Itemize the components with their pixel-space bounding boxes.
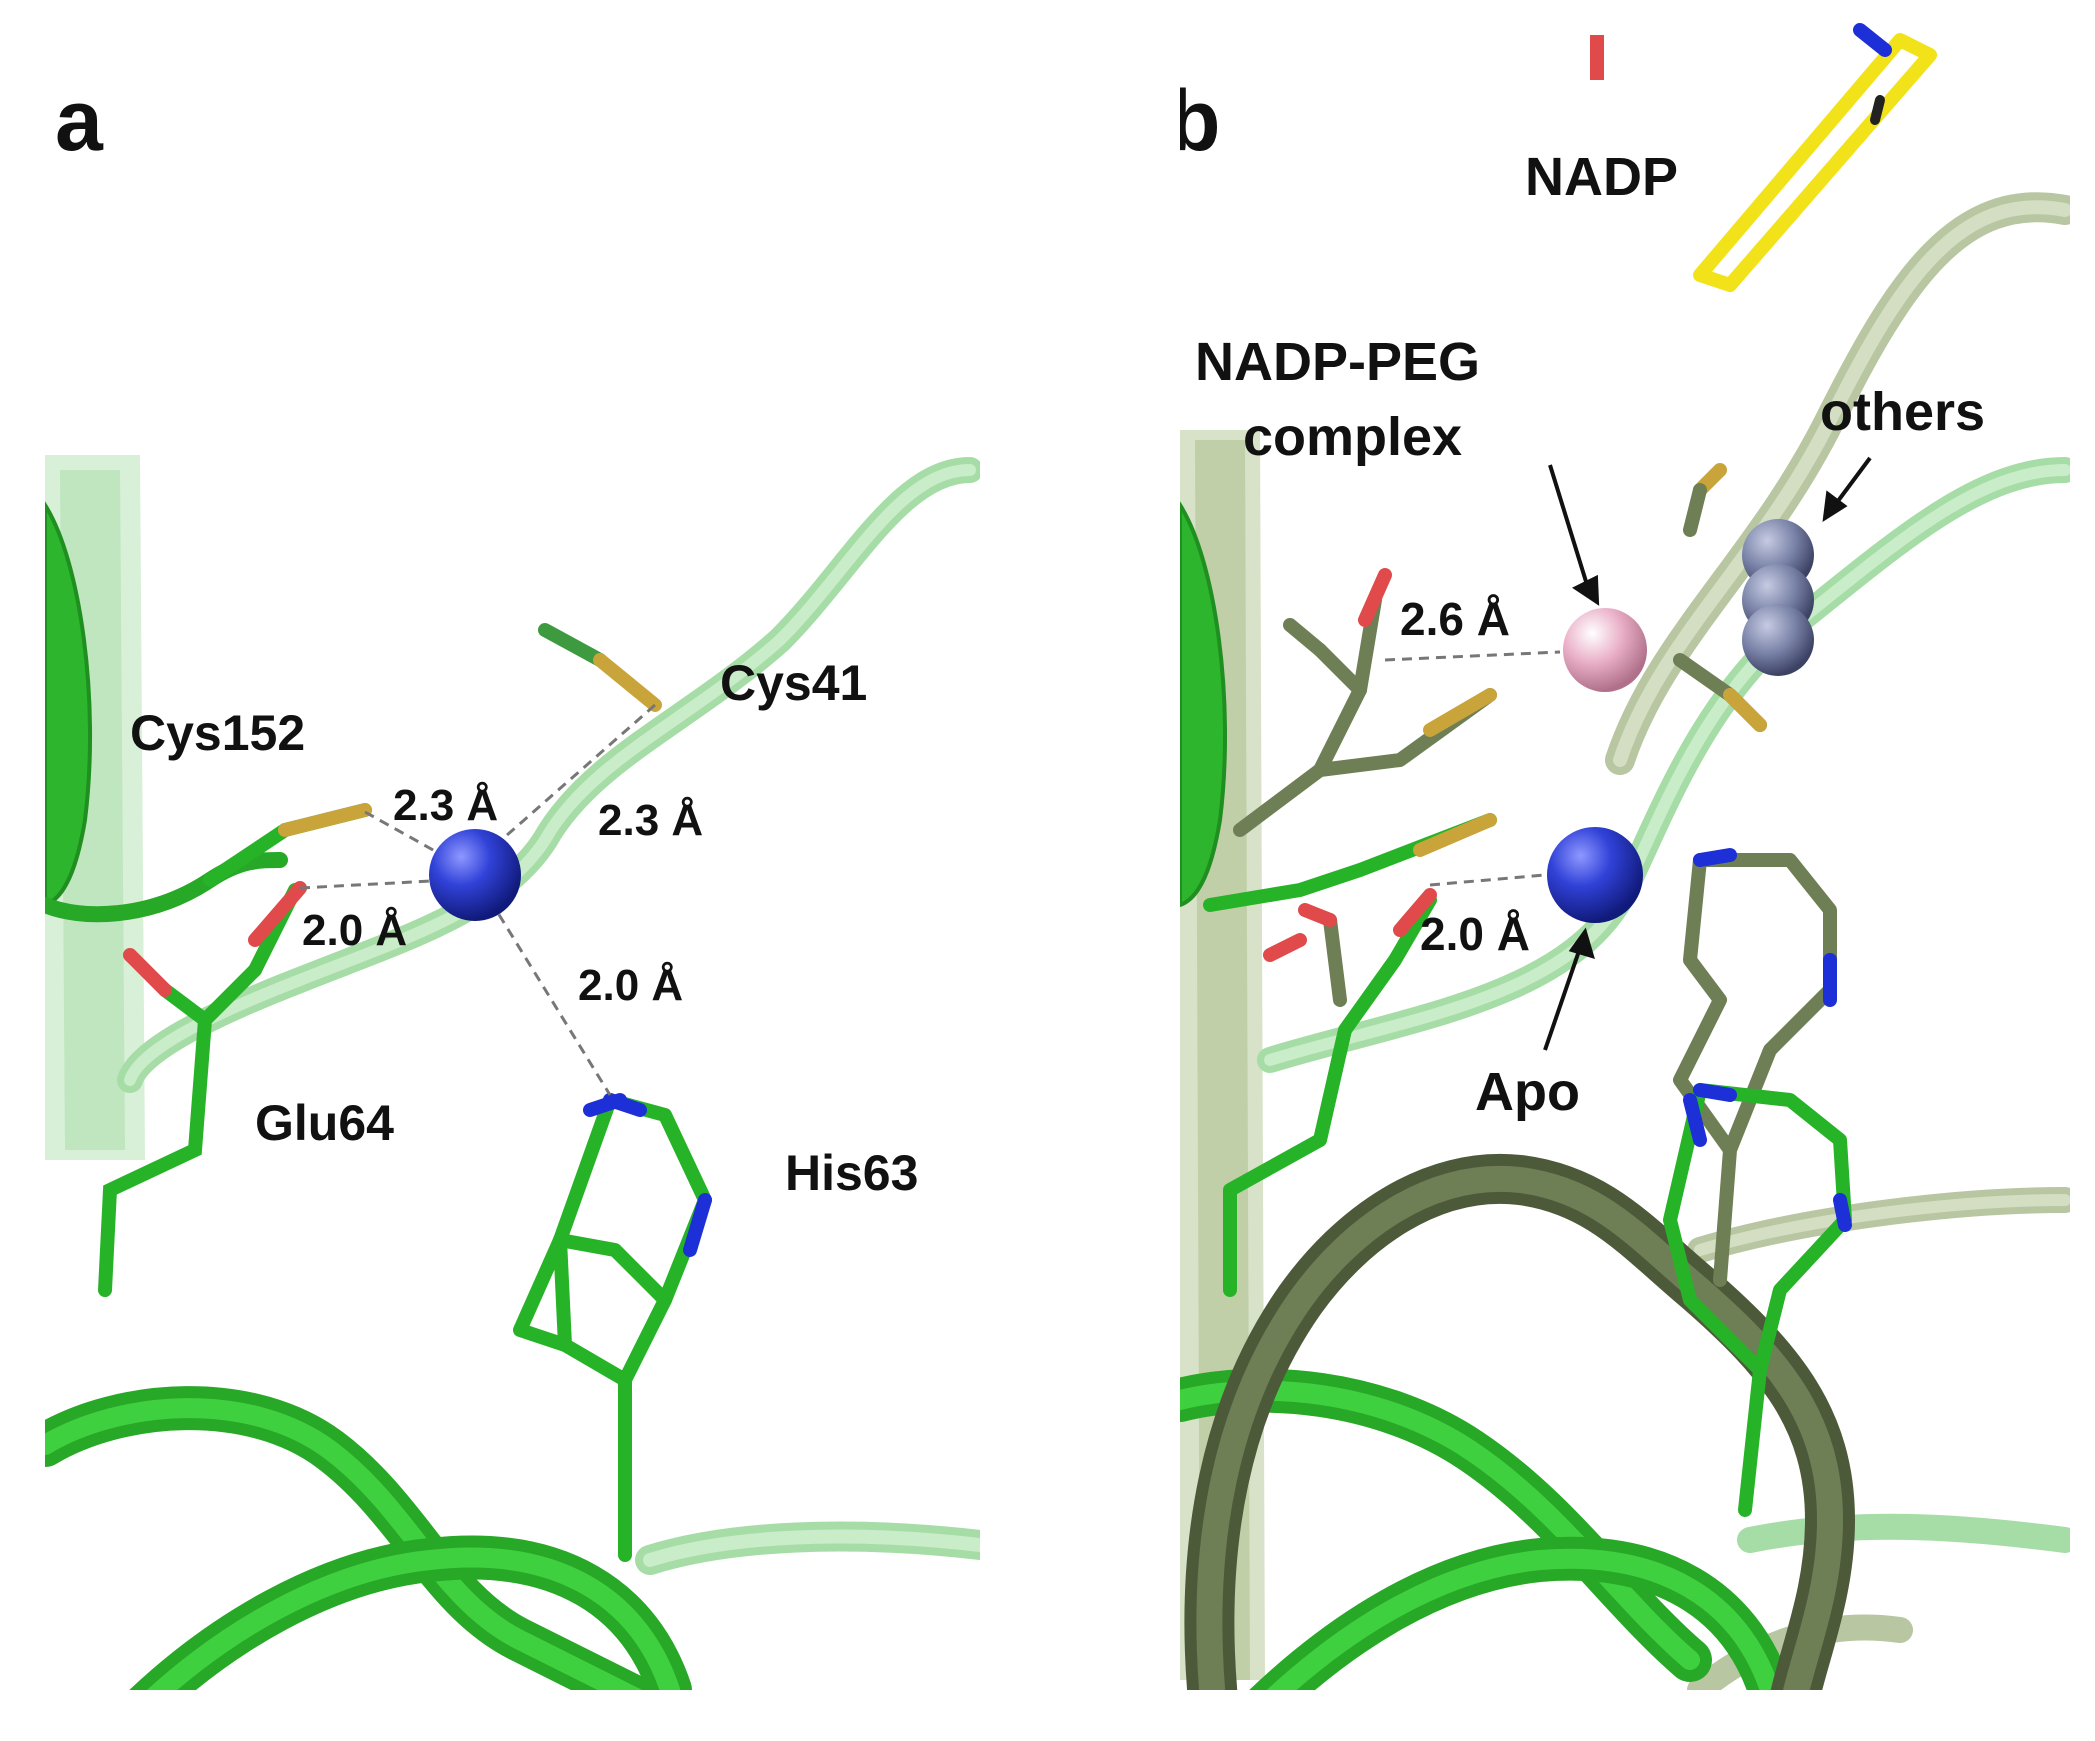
cys152-sidechain	[203, 803, 372, 887]
distance-his63: 2.0 Å	[578, 961, 683, 1010]
nadp-molecule	[1590, 23, 1937, 292]
panel-a-letter: a	[55, 73, 104, 169]
annotation-arrows	[1543, 456, 1872, 1051]
label-nadp: NADP	[1525, 147, 1678, 207]
his63-sidechain	[513, 1093, 712, 1562]
green-sidechains	[1203, 813, 1852, 1517]
metal-ions-others	[1742, 519, 1814, 676]
coordination-bonds-b	[1384, 650, 1561, 887]
bright-backbone-loops	[45, 852, 692, 1690]
cys41-sidechain	[538, 623, 662, 712]
label-his63: His63	[785, 1145, 918, 1201]
label-apo: Apo	[1475, 1062, 1580, 1122]
label-nadp-peg-line2: complex	[1243, 407, 1462, 467]
label-others: others	[1820, 382, 1985, 442]
metal-ion-apo	[1547, 827, 1643, 923]
panel-b-letter: b	[1168, 73, 1221, 169]
distance-glu64: 2.0 Å	[302, 906, 407, 955]
label-glu64: Glu64	[255, 1095, 394, 1151]
glu64-sidechain	[98, 881, 307, 1297]
label-cys152: Cys152	[130, 705, 305, 761]
helix-left-b	[1180, 501, 1228, 908]
panel-a: a Cys152 Cys41 Glu64 His63 2.3 Å 2.3 Å 2…	[45, 73, 980, 1690]
distance-peg-site: 2.6 Å	[1400, 593, 1510, 645]
distance-apo-site: 2.0 Å	[1420, 908, 1530, 960]
metal-ion-peg-complex	[1563, 608, 1647, 692]
bright-backbone-loops-b	[1180, 1368, 1792, 1690]
panel-b: b NADP NADP-PEG complex others Apo 2.6 Å…	[1168, 23, 2070, 1690]
label-cys41: Cys41	[720, 655, 867, 711]
olive-backbone-loop	[1184, 1153, 1856, 1690]
distance-cys41: 2.3 Å	[598, 796, 703, 845]
helix-left	[45, 501, 93, 908]
distance-cys152: 2.3 Å	[393, 781, 498, 830]
metal-ion-a	[429, 829, 521, 921]
label-nadp-peg-line1: NADP-PEG	[1195, 332, 1480, 392]
